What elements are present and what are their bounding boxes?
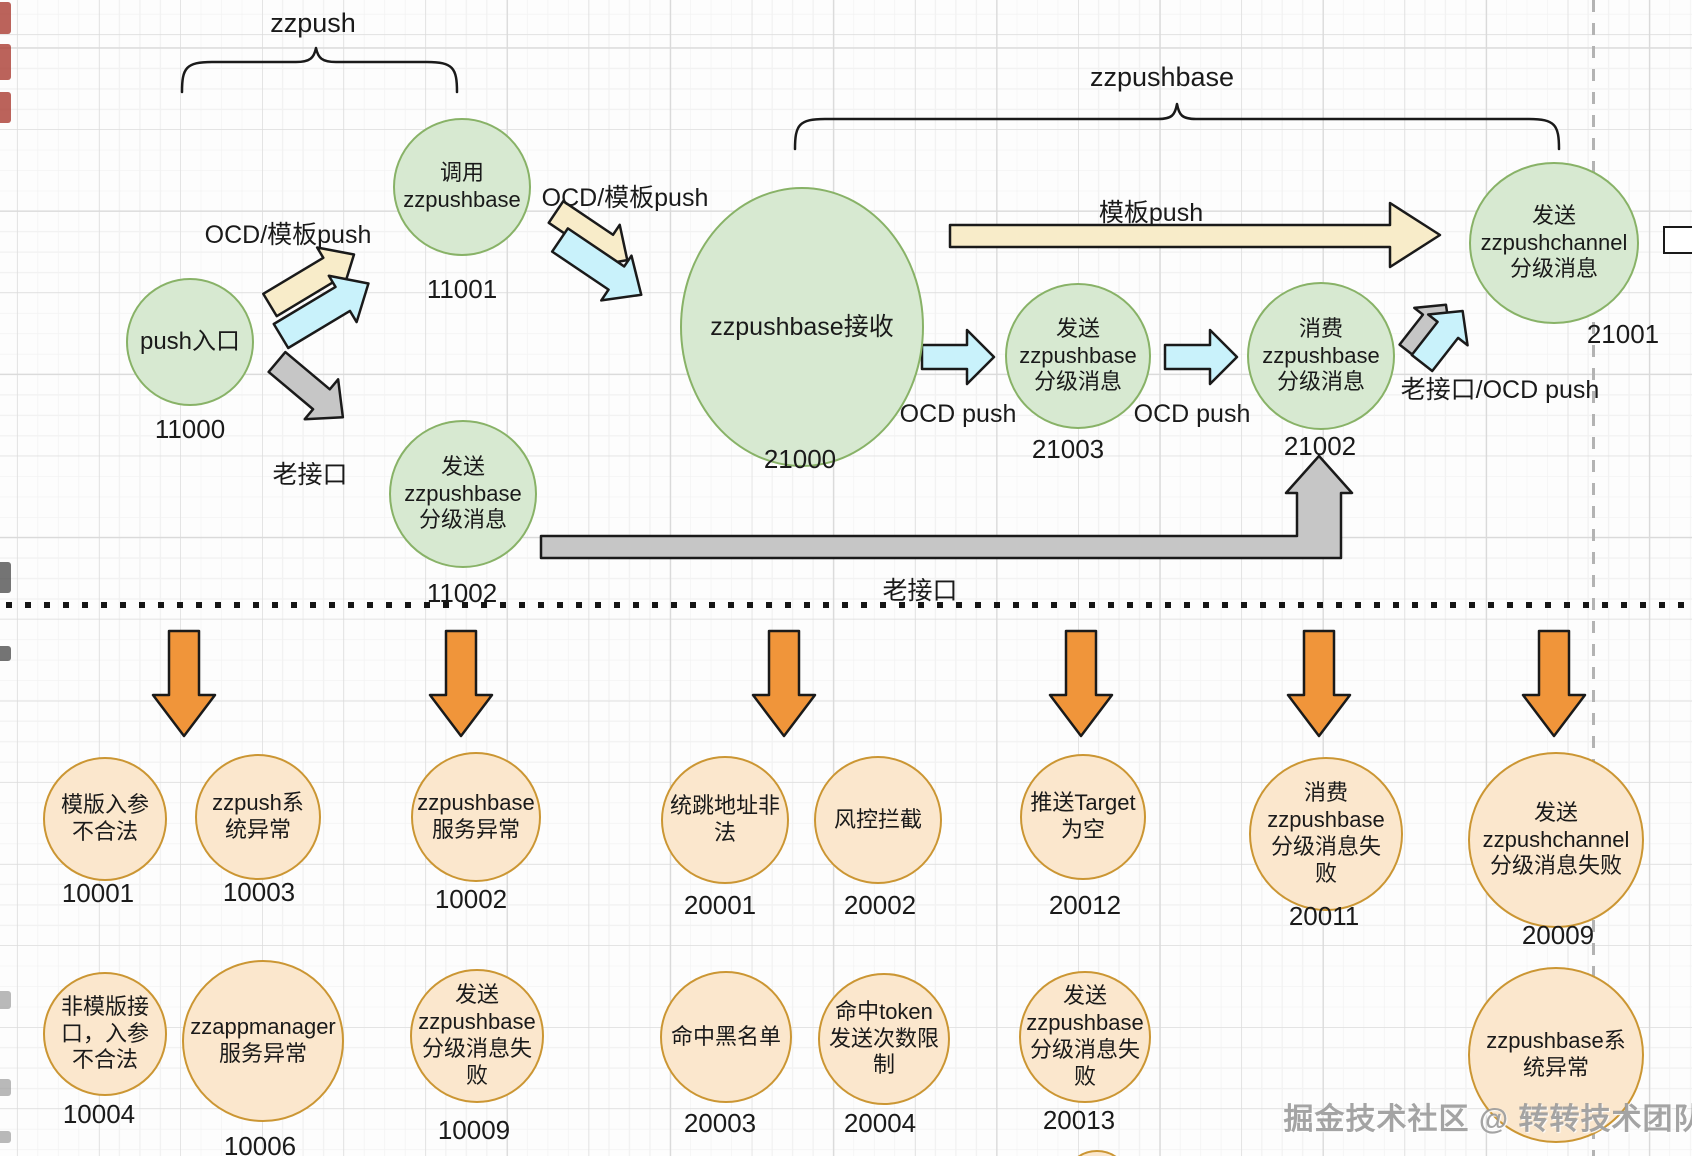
error-code: 10004	[62, 1099, 136, 1129]
error-code: 20009	[1521, 920, 1595, 950]
error-node-nontemplate-param: 非模版接 口，入参 不合法	[43, 972, 167, 1096]
node-zzpushbase-receive: zzpushbase接收	[680, 187, 924, 467]
node-code: 21002	[1283, 431, 1357, 461]
error-node-template-param-invalid: 模版入参 不合法	[43, 757, 167, 881]
error-code: 10006	[223, 1131, 297, 1156]
left-edge-artifact	[0, 562, 11, 593]
node-push-entry: push入口	[126, 278, 254, 406]
error-down-arrow-icon	[1048, 629, 1114, 738]
error-node-zzpushbase-system: zzpushbase系 统异常	[1468, 967, 1644, 1143]
error-node-zzpush-system-error: zzpush系 统异常	[195, 754, 321, 880]
error-node-blacklist: 命中黑名单	[660, 971, 792, 1103]
error-code: 20012	[1048, 890, 1122, 920]
left-edge-artifact	[0, 991, 11, 1009]
node-code: 21001	[1586, 319, 1660, 349]
node-send-zzpushchannel: 发送 zzpushchannel 分级消息	[1469, 162, 1639, 324]
dotted-horizontal-divider	[6, 602, 1692, 608]
left-edge-artifact	[0, 92, 11, 123]
template-push-label: 模板push	[1098, 199, 1204, 227]
error-code: 10002	[434, 884, 508, 914]
ocd-push-arrow-icon	[1410, 309, 1469, 373]
old-api-long-arrow	[539, 454, 1354, 560]
error-down-arrow-icon	[151, 629, 217, 738]
zzpush-brace	[180, 46, 459, 94]
node-send-graded-msg-21003: 发送 zzpushbase 分级消息	[1005, 283, 1151, 429]
error-code: 20001	[683, 890, 757, 920]
error-down-arrow-icon	[1521, 629, 1587, 738]
ocd-push-label: OCD push	[899, 400, 1017, 428]
ocd-push-label: OCD push	[1133, 400, 1251, 428]
ocd-push-arrow-icon	[550, 227, 643, 302]
error-node-jump-addr-invalid: 统跳地址非 法	[661, 756, 789, 884]
error-code: 10009	[437, 1115, 511, 1145]
left-edge-artifact	[0, 646, 11, 661]
node-send-graded-msg-11002: 发送 zzpushbase 分级消息	[389, 420, 537, 568]
node-code: 11001	[426, 274, 498, 304]
ocd-template-push-label: OCD/模板push	[204, 221, 372, 249]
old-api-label: 老接口	[272, 461, 348, 489]
error-code: 20013	[1042, 1105, 1116, 1135]
old-api-label: 老接口	[882, 577, 958, 605]
error-code: 20002	[843, 890, 917, 920]
error-code: 20004	[843, 1108, 917, 1138]
error-code: 10003	[222, 877, 296, 907]
error-node-risk-control: 风控拦截	[814, 756, 942, 884]
old-api-arrow-icon	[267, 350, 345, 421]
left-edge-artifact	[0, 1131, 11, 1143]
error-node-send-graded-fail: 发送 zzpushbase 分级消息失 败	[410, 969, 544, 1103]
node-code: 21003	[1031, 434, 1105, 464]
clipped-rectangle-right-edge	[1663, 226, 1692, 254]
ocd-template-push-label: OCD/模板push	[541, 184, 709, 212]
left-edge-artifact	[0, 44, 11, 80]
error-code: 10001	[61, 878, 135, 908]
error-node-consume-fail: 消费 zzpushbase 分级消息失 败	[1249, 757, 1403, 911]
node-code: 11002	[426, 578, 498, 608]
left-edge-artifact	[0, 2, 11, 34]
zzpush-group-label: zzpush	[270, 8, 356, 38]
zzpushbase-group-label: zzpushbase	[1089, 62, 1235, 92]
error-down-arrow-icon	[428, 629, 494, 738]
ocd-push-arrow-icon	[920, 328, 996, 386]
node-code: 11000	[154, 414, 226, 444]
error-node-send-channel-fail: 发送 zzpushchannel 分级消息失败	[1468, 752, 1644, 928]
error-code: 20011	[1288, 901, 1360, 931]
dashed-vertical-divider	[1592, 0, 1595, 1156]
ocd-push-arrow-icon	[1163, 328, 1239, 386]
error-node-target-empty: 推送Target 为空	[1020, 754, 1146, 880]
ocd-push-arrow-icon	[272, 274, 370, 350]
node-consume-graded-msg: 消费 zzpushbase 分级消息	[1247, 282, 1395, 430]
left-edge-artifact	[0, 1079, 11, 1096]
error-node-token-limit: 命中token 发送次数限 制	[818, 973, 950, 1105]
zzpushbase-brace	[793, 102, 1561, 151]
error-down-arrow-icon	[1286, 629, 1352, 738]
error-node-zzappmanager: zzappmanager 服务异常	[182, 960, 344, 1122]
template-push-long-arrow	[948, 201, 1442, 269]
node-call-zzpushbase: 调用 zzpushbase	[393, 118, 531, 256]
error-code: 20003	[683, 1108, 757, 1138]
error-node-send-graded-fail: 发送 zzpushbase 分级消息失 败	[1019, 971, 1151, 1103]
old-api-ocd-push-label: 老接口/OCD push	[1400, 376, 1600, 404]
error-node-zzpushbase-service: zzpushbase 服务异常	[411, 752, 541, 882]
watermark: 掘金技术社区 @ 转转技术团队	[1283, 1103, 1692, 1136]
template-push-arrow-icon	[262, 246, 356, 318]
error-down-arrow-icon	[751, 629, 817, 738]
node-code: 21000	[763, 444, 837, 474]
